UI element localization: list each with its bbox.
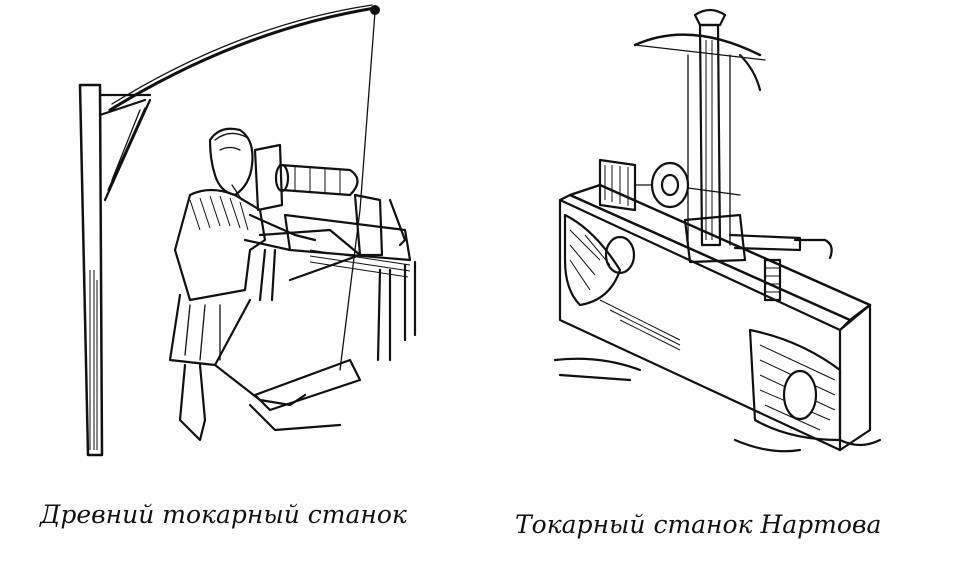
- ancient-lathe-illustration: [60, 0, 460, 470]
- caption-nartov-lathe: Токарный станок Нартова: [515, 510, 882, 539]
- ancient-lathe-drawing: [78, 4, 417, 457]
- nartov-lathe-drawing: [553, 8, 882, 453]
- caption-ancient-lathe: Древний токарный станок: [40, 500, 407, 529]
- nartov-lathe-illustration: [540, 0, 940, 470]
